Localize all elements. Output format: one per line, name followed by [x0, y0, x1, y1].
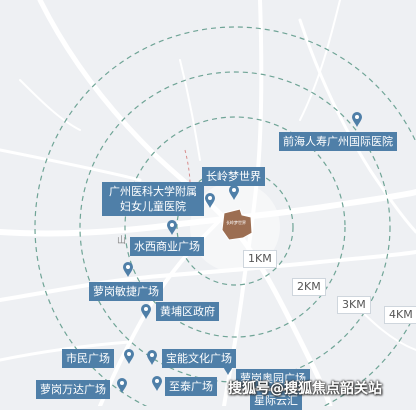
- map-pin-dot: [127, 352, 131, 356]
- ring-label-2km: 2KM: [292, 278, 326, 296]
- map-pin-icon-huangpu-government: [141, 304, 151, 319]
- poi-label-luogang-wanda: 萝岗万达广场: [36, 380, 110, 399]
- map-pin-dot: [144, 307, 148, 311]
- map-pin-dot: [150, 353, 154, 357]
- poi-label-zhitai-plaza: 至泰广场: [165, 377, 217, 396]
- poi-label-luogang-minjie-plaza: 萝岗敏捷广场: [89, 282, 163, 301]
- map-pin-dot: [120, 381, 124, 385]
- road: [19, 79, 81, 131]
- road: [222, 0, 264, 406]
- map-pin-icon-luogang-minjie-plaza: [123, 262, 133, 277]
- road: [0, 340, 132, 362]
- poi-label-changling-dream-world: 长岭梦世界: [202, 167, 265, 186]
- map-pin-icon-qianhai-hospital: [352, 112, 362, 127]
- ring-3km: [79, 71, 391, 383]
- poi-label-women-children-hospital: 广州医科大学附属妇女儿童医院: [102, 182, 204, 216]
- map-pin-icon-civic-square: [124, 349, 134, 364]
- map-pin-icon-zhitai-plaza: [152, 376, 162, 391]
- map-pin-icon-luogang-wanda: [117, 378, 127, 393]
- map-pin-dot: [355, 115, 359, 119]
- road: [0, 148, 142, 182]
- ring-label-4km: 4KM: [384, 306, 416, 324]
- map-pin-dot: [155, 379, 159, 383]
- poi-label-civic-square: 市民广场: [62, 349, 114, 368]
- map-pin-icon-changling-dream-world: [229, 185, 239, 200]
- poi-label-shuixi-plaza: 水西商业广场: [130, 237, 204, 256]
- map-pin-dot: [126, 265, 130, 269]
- map-pin-dot: [208, 196, 212, 200]
- poi-label-xingji-yunhui: 星际云汇: [250, 391, 302, 410]
- map-pin-icon-shuixi-plaza: [167, 220, 177, 235]
- ring-label-3km: 3KM: [337, 296, 371, 314]
- map-pin-icon-women-children-hospital: [205, 193, 215, 208]
- plot-label: 长岭梦世界: [226, 220, 246, 225]
- plot-polygon: [221, 208, 253, 241]
- road: [0, 250, 416, 302]
- poi-label-baoneng-plaza: 宝能文化广场: [162, 349, 236, 368]
- place-name-text: 山: [117, 236, 127, 246]
- poi-label-luogang-aoyuan: 萝岗奥园广场: [236, 369, 310, 388]
- poi-label-qianhai-hospital: 前海人寿广州国际医院: [279, 132, 397, 151]
- road: [298, 18, 416, 234]
- ring-2km: [124, 116, 346, 338]
- watermark: 搜狐号@搜狐焦点韶关站: [228, 381, 382, 397]
- map-pin-dot: [232, 188, 236, 192]
- ring-label-1km: 1KM: [243, 250, 277, 268]
- poi-label-huangpu-government: 黄埔区政府: [156, 302, 219, 321]
- map-pin-icon-baoneng-plaza: [147, 350, 157, 365]
- map-pin-dot: [170, 223, 174, 227]
- road: [299, 0, 341, 121]
- boundary-line: [184, 149, 191, 209]
- road: [179, 59, 201, 161]
